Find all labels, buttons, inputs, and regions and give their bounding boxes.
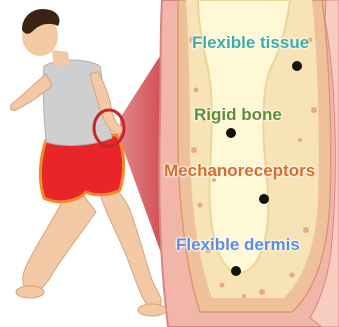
runner-back-shoe — [16, 286, 44, 298]
marker-flexible-tissue — [292, 61, 302, 71]
runner-neck — [52, 50, 70, 66]
marker-flexible-dermis — [231, 266, 241, 276]
runner-front-shoe — [138, 304, 166, 316]
label-mechanoreceptors: Mechanoreceptors — [164, 162, 315, 179]
marker-mechanoreceptors — [259, 194, 269, 204]
label-flexible-dermis: Flexible dermis — [176, 236, 300, 253]
label-flexible-tissue: Flexible tissue — [192, 34, 309, 51]
label-rigid-bone: Rigid bone — [194, 106, 282, 123]
marker-rigid-bone — [226, 128, 236, 138]
